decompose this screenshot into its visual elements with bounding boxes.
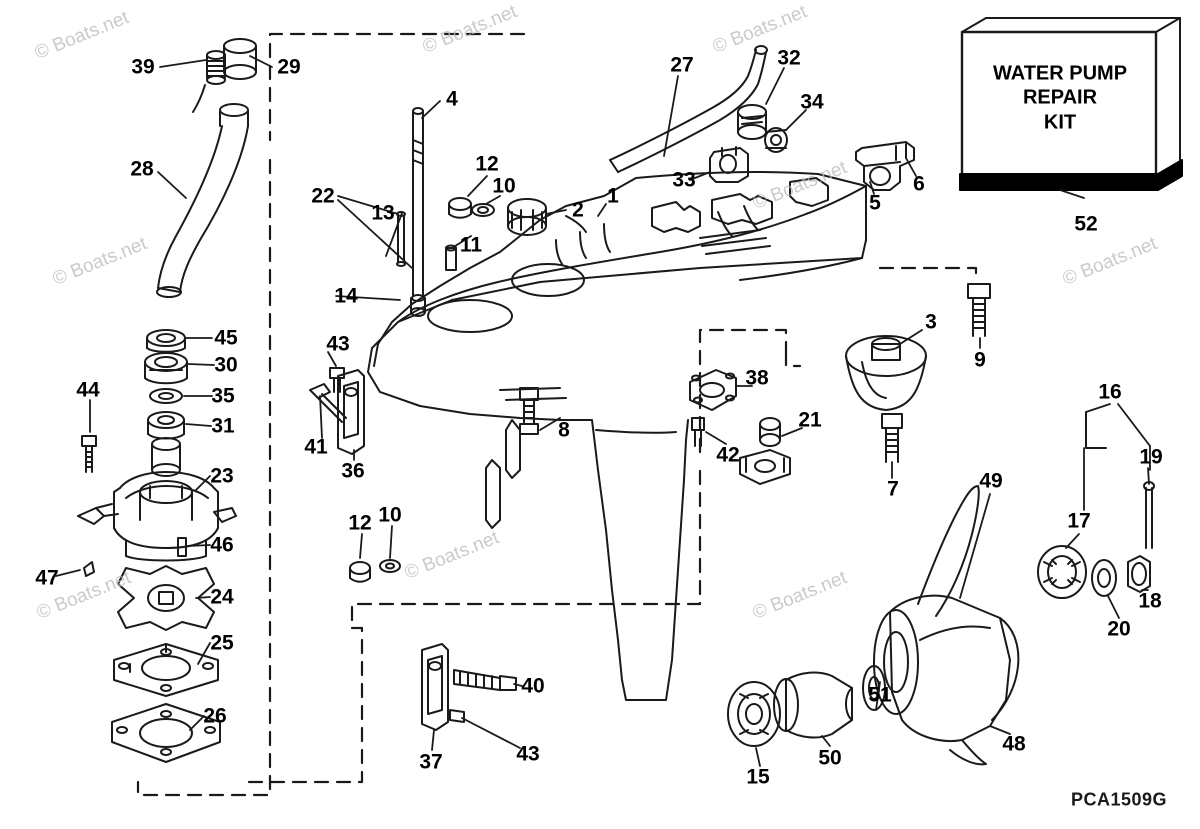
callout-6: 6: [913, 172, 925, 196]
shift-tube-assembly: [156, 38, 257, 298]
callout-40: 40: [521, 674, 545, 698]
callout-10-lower: 10: [378, 503, 402, 527]
callout-52: 52: [1074, 212, 1098, 236]
callout-32: 32: [777, 46, 801, 70]
callout-39: 39: [131, 55, 155, 79]
callout-50: 50: [818, 746, 842, 770]
callout-44: 44: [76, 378, 100, 402]
callout-43-lower: 43: [516, 742, 540, 766]
callout-20: 20: [1107, 617, 1131, 641]
gearcase-housing: [367, 170, 867, 701]
callout-34: 34: [800, 90, 824, 114]
prop-hardware: [1037, 411, 1155, 599]
callout-18: 18: [1138, 589, 1162, 613]
leader-lines: [55, 55, 1151, 767]
callout-1: 1: [607, 184, 619, 208]
grommet-32-34: [737, 104, 788, 153]
bolt-9: [967, 283, 991, 337]
callout-10: 10: [492, 174, 516, 198]
small-hardware-12b-10b: [349, 559, 401, 583]
callout-42: 42: [716, 443, 740, 467]
callout-22: 22: [311, 184, 335, 208]
callout-12-lower: 12: [348, 511, 372, 535]
callout-8: 8: [558, 418, 570, 442]
callout-3: 3: [925, 310, 937, 334]
anode-36-assembly: [309, 367, 365, 455]
callout-9: 9: [974, 348, 986, 372]
callout-43-upper: 43: [326, 332, 350, 356]
shift-rod: [396, 107, 426, 317]
impeller: [117, 565, 215, 631]
water-pump-parts-column: [77, 329, 237, 763]
bolt-7: [881, 413, 903, 463]
callout-16: 16: [1098, 380, 1122, 404]
callout-2: 2: [572, 198, 584, 222]
callout-48: 48: [1002, 732, 1026, 756]
bracket-5-6: [855, 141, 915, 191]
callout-31: 31: [211, 414, 235, 438]
callout-35: 35: [211, 384, 235, 408]
anode-37-assembly: [421, 643, 517, 731]
water-tube-27: [609, 45, 768, 173]
callout-11: 11: [459, 233, 483, 257]
kit-box-label: WATER PUMP REPAIR KIT: [992, 62, 1128, 134]
callout-47: 47: [35, 566, 59, 590]
callout-45: 45: [214, 326, 238, 350]
callout-49: 49: [979, 469, 1003, 493]
callout-19: 19: [1139, 445, 1163, 469]
dashed-group-boundary: [136, 32, 978, 797]
callout-27: 27: [670, 53, 694, 77]
callout-17: 17: [1067, 509, 1091, 533]
callout-21: 21: [798, 408, 822, 432]
thrust-hub-3: [845, 335, 927, 411]
callout-38: 38: [745, 366, 769, 390]
callout-37: 37: [419, 750, 443, 774]
callout-33: 33: [672, 168, 696, 192]
grommet-33: [709, 146, 749, 183]
callout-28: 28: [130, 157, 154, 181]
callout-51: 51: [868, 683, 892, 707]
cover-plate-38: [689, 369, 737, 447]
callout-24: 24: [210, 585, 234, 609]
callout-14: 14: [334, 284, 358, 308]
callout-26: 26: [203, 704, 227, 728]
kit-box-drawing: [959, 17, 1183, 191]
callout-4: 4: [446, 87, 458, 111]
propeller-assembly: [727, 485, 1020, 766]
part-code: PCA1509G: [1070, 789, 1168, 810]
callout-7: 7: [887, 477, 899, 501]
bearing-2: [507, 198, 547, 236]
callout-25: 25: [210, 631, 234, 655]
anode-21: [739, 417, 791, 485]
callout-13: 13: [371, 201, 395, 225]
callout-29: 29: [277, 55, 301, 79]
callout-41: 41: [304, 435, 328, 459]
callout-46: 46: [210, 533, 234, 557]
callout-12: 12: [475, 152, 499, 176]
callout-15: 15: [746, 765, 770, 789]
callout-30: 30: [214, 353, 238, 377]
callout-23: 23: [210, 464, 234, 488]
callout-5: 5: [869, 191, 881, 215]
callout-36: 36: [341, 459, 365, 483]
bolt-8: [519, 387, 539, 435]
